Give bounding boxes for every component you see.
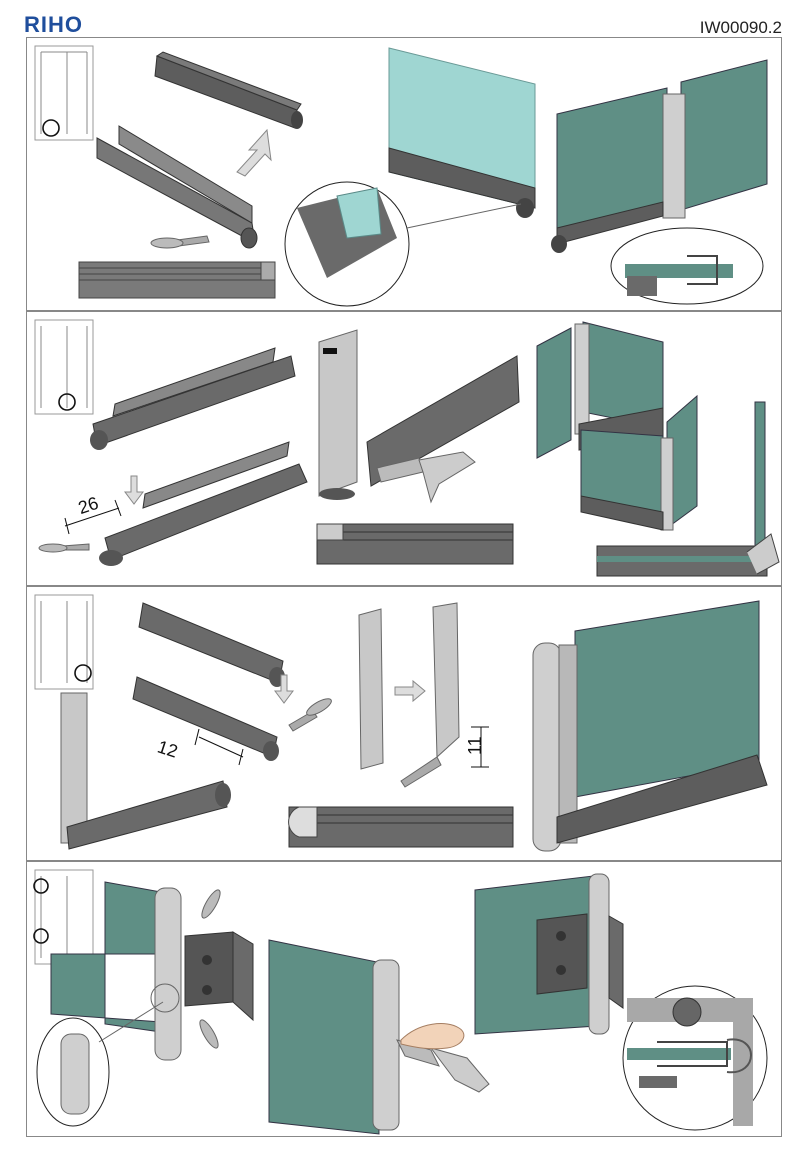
cutter-tool-icon <box>151 236 209 248</box>
dimension-label-26: 26 <box>76 493 101 518</box>
dimension-label-11: 11 <box>465 736 485 755</box>
vertical-profile-before <box>359 609 383 769</box>
brand-logo: RIHO <box>24 12 83 38</box>
glass-panel <box>389 48 535 218</box>
cutter-tool-icon <box>289 696 334 731</box>
seal-profile <box>155 52 303 129</box>
step-4-panel <box>26 861 782 1137</box>
seal-profile <box>139 603 285 687</box>
cabin-thumbnail <box>34 870 93 964</box>
step-1-illustration <box>27 38 782 311</box>
cabin-thumbnail <box>35 46 93 140</box>
step-3-illustration: 12 11 <box>27 587 782 861</box>
cabin-thumbnail <box>35 595 93 689</box>
step-3-panel: 12 11 <box>26 586 782 861</box>
glass-with-vertical-profile <box>269 940 399 1134</box>
glass-with-hinge <box>475 874 623 1034</box>
corner-glass-assembly <box>537 322 697 530</box>
arrow-icon <box>237 130 271 176</box>
seal-profile <box>90 348 295 450</box>
glass-with-wall-profile <box>551 60 767 253</box>
step-1-panel <box>26 37 782 311</box>
wall-profile-vertical <box>319 330 519 500</box>
cabin-thumbnail <box>35 320 93 414</box>
detail-zoom-circle <box>623 986 767 1130</box>
seal-profile-cut <box>99 442 307 566</box>
seal-profile-installed <box>97 126 257 248</box>
detail-zoom-circle <box>285 182 521 306</box>
step-2-panel: 26 <box>26 311 782 586</box>
profile-cross-section <box>317 524 513 564</box>
hand-icon <box>401 1024 464 1049</box>
detail-zoom-ellipse <box>611 228 763 304</box>
seal-cross-section <box>79 262 275 298</box>
dimension-label-12: 12 <box>155 736 180 761</box>
dimension-11: 11 <box>465 727 489 767</box>
dimension-26: 26 <box>65 493 121 534</box>
arrow-icon <box>125 476 143 504</box>
step-2-illustration: 26 <box>27 312 782 586</box>
glass-with-vertical-profile <box>533 601 767 851</box>
cutter-tool-icon <box>39 544 89 552</box>
step-4-illustration <box>27 862 782 1137</box>
arrow-right-icon <box>395 681 425 701</box>
document-code: IW00090.2 <box>700 18 782 38</box>
profile-cross-section <box>289 807 513 847</box>
seal-profile-cut <box>133 677 279 761</box>
